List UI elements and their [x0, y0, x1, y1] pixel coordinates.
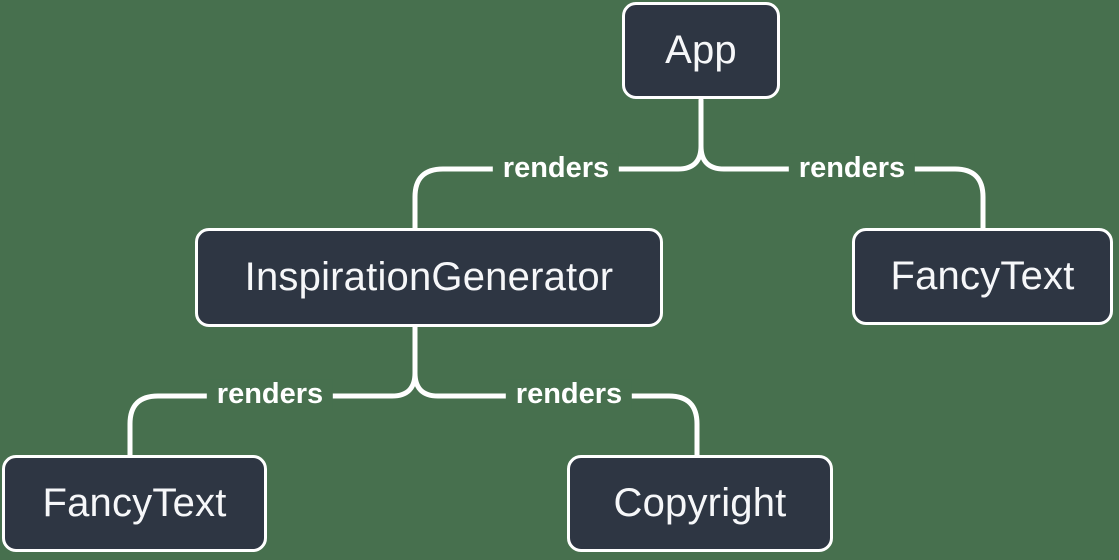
node-fancy-text-top-right: FancyText — [852, 228, 1113, 325]
node-copyright: Copyright — [567, 455, 833, 552]
edge-label-app-fancy-text: renders — [788, 152, 916, 185]
connector-app-to-fancy-text — [698, 143, 986, 231]
connector-inspiration-generator-to-copyright — [412, 370, 700, 458]
node-fancy-text-bottom-left: FancyText — [2, 455, 267, 552]
edge-label-app-inspiration-generator: renders — [492, 152, 620, 185]
connector-inspiration-generator-to-fancy-text — [127, 370, 418, 458]
node-app: App — [622, 2, 780, 99]
edge-label-inspiration-generator-copyright: renders — [505, 378, 633, 411]
edge-label-inspiration-generator-fancy-text: renders — [206, 378, 334, 411]
connector-app-to-inspiration-generator — [412, 143, 704, 231]
node-inspiration-generator: InspirationGenerator — [195, 228, 663, 327]
